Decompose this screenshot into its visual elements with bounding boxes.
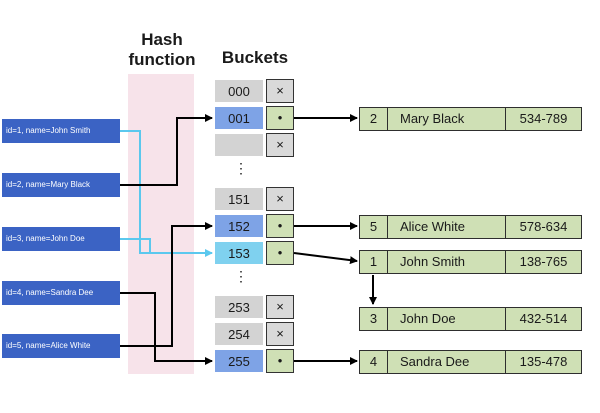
entry-john-smith: 1 John Smith 138-765 bbox=[359, 250, 582, 274]
null-pointer-icon: × bbox=[266, 322, 294, 346]
bucket-index: 254 bbox=[214, 322, 264, 346]
entry-name: Alice White bbox=[388, 216, 506, 238]
entry-john-doe: 3 John Doe 432-514 bbox=[359, 307, 582, 331]
entry-phone: 138-765 bbox=[519, 254, 568, 269]
entry-id: 5 bbox=[360, 216, 388, 238]
hash-header-line2: function bbox=[128, 50, 196, 69]
bucket-index: 255 bbox=[214, 349, 264, 373]
entry-name: Mary Black bbox=[388, 108, 506, 130]
hash-line-mary-black bbox=[120, 114, 213, 186]
null-pointer-icon: × bbox=[266, 187, 294, 211]
hash-line-alice-white bbox=[120, 222, 213, 347]
hash-line-john-smith bbox=[120, 130, 213, 257]
entry-mary-black: 2 Mary Black 534-789 bbox=[359, 107, 582, 131]
bucket-index: 001 bbox=[214, 106, 264, 130]
hash-line-sandra-dee bbox=[120, 292, 213, 365]
bucket-index: 253 bbox=[214, 295, 264, 319]
pointer-dot-icon: • bbox=[266, 349, 294, 373]
key-john-smith: id=1, name=John Smith bbox=[2, 119, 120, 143]
key-alice-white: id=5, name=Alice White bbox=[2, 334, 120, 358]
pointer-dot-icon: • bbox=[266, 106, 294, 130]
entry-id: 4 bbox=[360, 351, 388, 373]
null-pointer-icon: × bbox=[266, 133, 294, 157]
null-pointer-icon: × bbox=[266, 79, 294, 103]
entry-phone: 432-514 bbox=[519, 311, 568, 326]
pointer-dot-icon: • bbox=[266, 214, 294, 238]
entry-sandra-dee: 4 Sandra Dee 135-478 bbox=[359, 350, 582, 374]
bucket-index: 152 bbox=[214, 214, 264, 238]
hash-function-header: Hash function bbox=[122, 30, 202, 70]
key-john-doe: id=3, name=John Doe bbox=[2, 227, 120, 251]
hash-line-john-doe bbox=[120, 238, 151, 253]
bucket-index bbox=[214, 133, 264, 157]
entry-id: 1 bbox=[360, 251, 388, 273]
bucket-index: 153 bbox=[214, 241, 264, 265]
pointer-dot-icon: • bbox=[266, 241, 294, 265]
entry-phone: 578-634 bbox=[519, 219, 568, 234]
entry-phone: 534-789 bbox=[519, 111, 568, 126]
entry-id: 2 bbox=[360, 108, 388, 130]
entry-phone: 135-478 bbox=[519, 354, 568, 369]
entry-alice-white: 5 Alice White 578-634 bbox=[359, 215, 582, 239]
null-pointer-icon: × bbox=[266, 295, 294, 319]
buckets-header: Buckets bbox=[221, 48, 289, 67]
key-mary-black: id=2, name=Mary Black bbox=[2, 173, 120, 197]
entry-name: Sandra Dee bbox=[388, 351, 506, 373]
entry-name: John Smith bbox=[388, 251, 506, 273]
pointer-arrow-153 bbox=[293, 252, 358, 265]
key-sandra-dee: id=4, name=Sandra Dee bbox=[2, 281, 120, 305]
bucket-index: 000 bbox=[214, 79, 264, 103]
entry-id: 3 bbox=[360, 308, 388, 330]
entry-name: John Doe bbox=[388, 308, 506, 330]
hash-header-line1: Hash bbox=[141, 30, 183, 49]
bucket-index: 151 bbox=[214, 187, 264, 211]
